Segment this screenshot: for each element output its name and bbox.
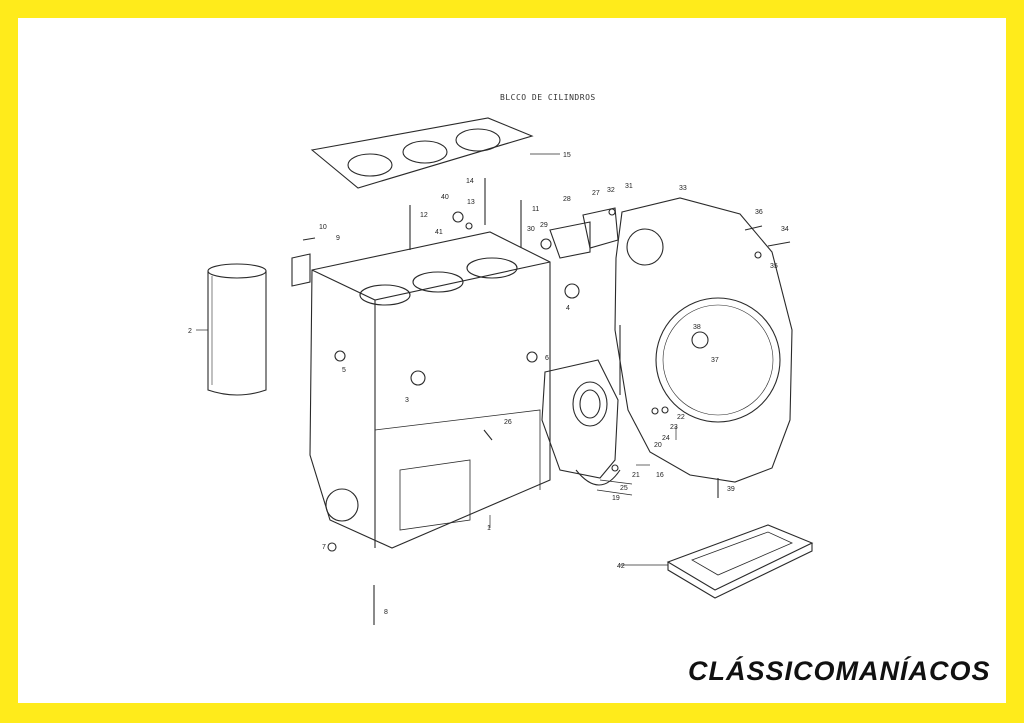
callout-31: 31 bbox=[625, 183, 633, 190]
plug-7 bbox=[327, 542, 337, 552]
flywheel-housing bbox=[614, 197, 793, 483]
callout-15: 15 bbox=[563, 152, 571, 159]
callout-24: 24 bbox=[662, 435, 670, 442]
callout-1: 1 bbox=[487, 525, 491, 532]
bolt-36 bbox=[744, 225, 763, 231]
callout-12: 12 bbox=[420, 212, 428, 219]
callout-11: 11 bbox=[532, 206, 539, 213]
head-gasket bbox=[310, 117, 534, 189]
callout-19: 19 bbox=[612, 495, 620, 502]
callout-40: 40 bbox=[441, 194, 449, 201]
callout-2: 2 bbox=[188, 328, 192, 335]
callout-16: 16 bbox=[656, 472, 664, 479]
callout-3: 3 bbox=[405, 397, 409, 404]
side-plate bbox=[291, 253, 311, 287]
callout-26: 26 bbox=[504, 419, 512, 426]
callout-32: 32 bbox=[607, 187, 615, 194]
engine-block bbox=[309, 231, 551, 549]
diagram-title: BLCCO DE CILINDROS bbox=[500, 93, 596, 102]
callout-38: 38 bbox=[693, 324, 701, 331]
callout-8: 8 bbox=[384, 609, 388, 616]
core-plug bbox=[564, 283, 580, 299]
callout-10: 10 bbox=[319, 224, 327, 231]
callout-9: 9 bbox=[336, 235, 340, 242]
bolt-10 bbox=[302, 237, 316, 241]
callout-23: 23 bbox=[670, 424, 678, 431]
oil-pan-gasket bbox=[666, 524, 814, 599]
plug-26 bbox=[483, 429, 493, 441]
callout-34: 34 bbox=[781, 226, 789, 233]
callout-4: 4 bbox=[566, 305, 570, 312]
callout-33: 33 bbox=[679, 185, 687, 192]
plug-40 bbox=[452, 211, 464, 223]
washer-20 bbox=[651, 407, 659, 415]
callout-30: 30 bbox=[527, 226, 535, 233]
callout-21: 21 bbox=[632, 472, 640, 479]
callout-25: 25 bbox=[620, 485, 628, 492]
timing-plate bbox=[541, 359, 621, 486]
washer-32 bbox=[608, 208, 616, 216]
cylinder-liner bbox=[207, 263, 267, 396]
callout-28: 28 bbox=[563, 196, 571, 203]
callout-29: 29 bbox=[540, 222, 548, 229]
callout-41: 41 bbox=[435, 229, 443, 236]
callout-27: 27 bbox=[592, 190, 600, 197]
callout-7: 7 bbox=[322, 544, 326, 551]
washer-41 bbox=[465, 222, 473, 230]
leader-lines bbox=[196, 153, 677, 566]
callout-20: 20 bbox=[654, 442, 662, 449]
callout-42: 42 bbox=[617, 563, 625, 570]
thermostat-housing bbox=[582, 207, 619, 249]
callout-14: 14 bbox=[466, 178, 474, 185]
water-outlet bbox=[549, 221, 591, 259]
washer-23 bbox=[661, 406, 669, 414]
callout-13: 13 bbox=[467, 199, 475, 206]
bolt-34 bbox=[767, 241, 791, 247]
washer-21 bbox=[611, 464, 619, 472]
callout-37: 37 bbox=[711, 357, 719, 364]
callout-36: 36 bbox=[755, 209, 763, 216]
washer-35 bbox=[754, 251, 762, 259]
brand-logo-text: CLÁSSICOMANÍACOS bbox=[688, 656, 991, 686]
callouts: 1 2 3 4 5 6 7 8 9 10 11 12 13 14 15 16 1… bbox=[188, 152, 789, 616]
fitting-29 bbox=[540, 238, 552, 250]
callout-5: 5 bbox=[342, 367, 346, 374]
callout-6: 6 bbox=[545, 355, 549, 362]
callout-22: 22 bbox=[677, 414, 685, 421]
callout-35: 35 bbox=[770, 263, 778, 270]
callout-39: 39 bbox=[727, 486, 735, 493]
